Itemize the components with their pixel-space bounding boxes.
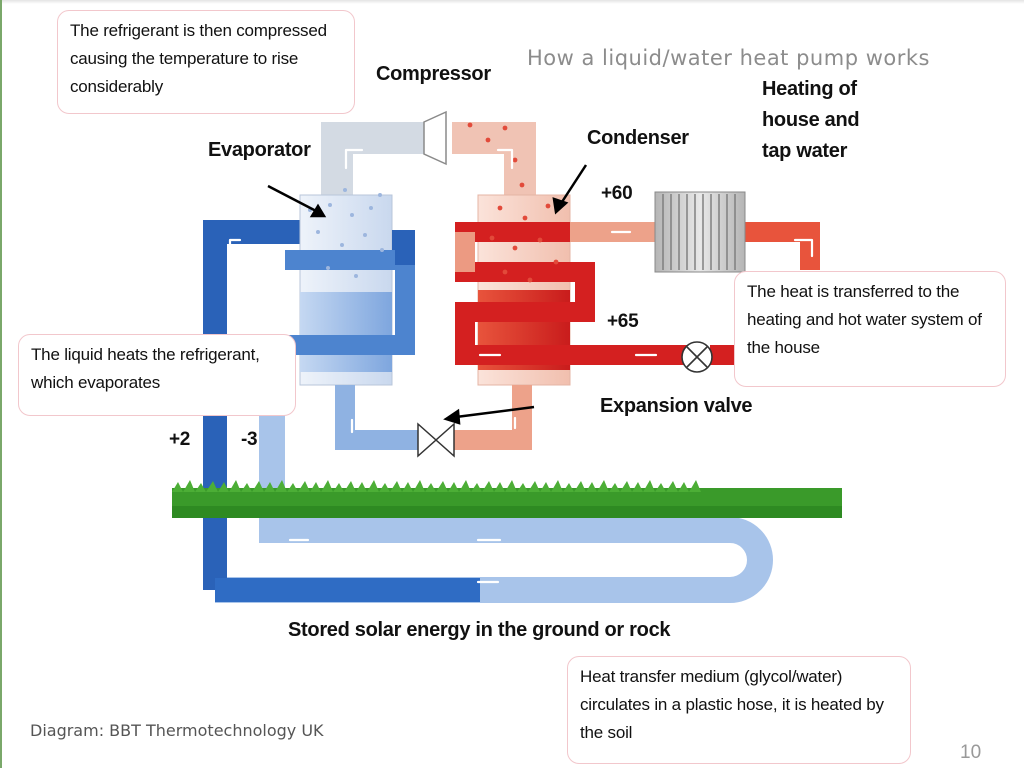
flow-arrows <box>228 148 814 584</box>
radiator <box>654 191 746 273</box>
expansion-line-cold <box>335 385 418 450</box>
page-number: 10 <box>960 742 982 763</box>
callout-compressed: The refrigerant is then compressed causi… <box>57 10 355 114</box>
pointer-arrows <box>267 164 588 425</box>
grass-strip <box>172 480 842 518</box>
expansion-valve-icon <box>417 422 455 458</box>
compressor-label: Compressor <box>376 63 491 85</box>
callout-heat-medium: Heat transfer medium (glycol/water) circ… <box>567 656 911 764</box>
condenser-bubbles <box>467 122 559 283</box>
ground-hose <box>215 375 774 603</box>
evaporator-bubbles <box>308 188 384 278</box>
compressor-icon <box>423 110 447 166</box>
callout-liquid-heats: The liquid heats the refrigerant, which … <box>18 334 296 416</box>
ground-label: Stored solar energy in the ground or roc… <box>288 619 671 641</box>
slide-title: How a liquid/water heat pump works <box>527 46 930 70</box>
evaporator-label: Evaporator <box>208 139 311 161</box>
temp-plus2: +2 <box>169 429 191 450</box>
temp-plus65: +65 <box>607 311 639 332</box>
pump-icon <box>681 341 713 373</box>
expansion-valve-label: Expansion valve <box>600 395 753 417</box>
top-rule <box>0 0 1024 4</box>
expansion-line-warm <box>453 385 532 450</box>
temp-minus3: -3 <box>241 429 258 450</box>
cold-return-pipe <box>203 220 300 590</box>
heating-label: Heating of house and tap water <box>762 78 860 162</box>
temp-plus60: +60 <box>601 183 633 204</box>
evaporator-liquid <box>300 292 392 372</box>
diagram-credit: Diagram: BBT Thermotechnology UK <box>30 721 324 740</box>
evaporator-coil <box>285 250 415 355</box>
left-accent-line <box>0 0 2 768</box>
condenser-label: Condenser <box>587 127 689 149</box>
callout-heat-transferred: The heat is transferred to the heating a… <box>734 271 1006 387</box>
